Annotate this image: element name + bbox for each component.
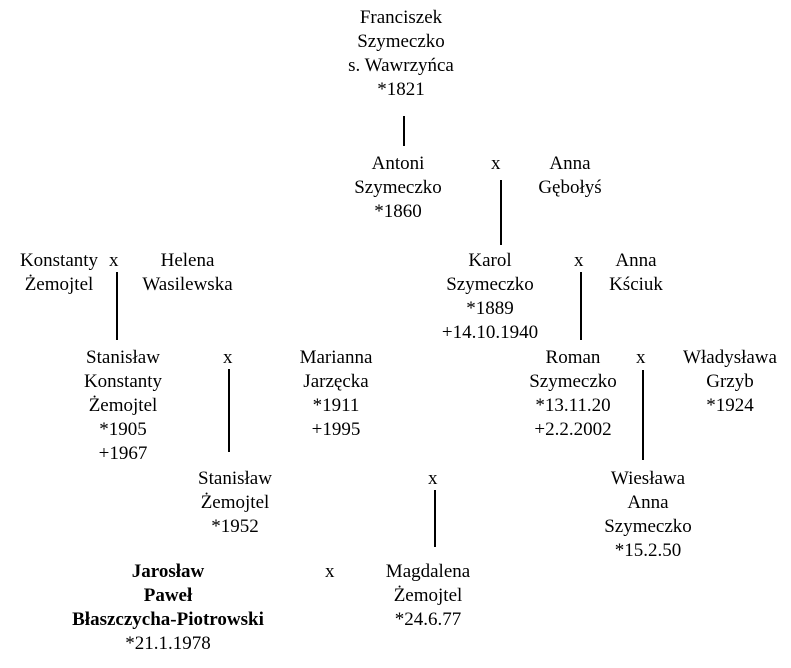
birth-date: *1821 — [377, 79, 425, 100]
name-line: Konstanty — [83, 371, 163, 392]
birth-date: *1952 — [211, 516, 259, 537]
person-karol: Karol Szymeczko *1889 +14.10.1940 — [420, 249, 560, 345]
name-line: Stanisław — [198, 468, 272, 489]
marriage-symbol: x — [223, 347, 233, 368]
birth-date: *24.6.77 — [394, 609, 462, 630]
death-date: +1967 — [98, 443, 148, 464]
name-line: Paweł — [143, 585, 193, 606]
person-marianna: Marianna Jarzęcka *1911 +1995 — [281, 346, 391, 442]
death-date: +14.10.1940 — [441, 322, 539, 343]
descent-line — [116, 272, 118, 340]
name-line: Anna — [549, 153, 591, 174]
birth-date: *13.11.20 — [535, 395, 611, 416]
birth-date: *1889 — [466, 298, 514, 319]
name-line: Jarzęcka — [303, 371, 369, 392]
descent-line — [580, 272, 582, 340]
name-line: Jarosław — [131, 561, 205, 582]
birth-date: *1905 — [99, 419, 147, 440]
death-date: +2.2.2002 — [534, 419, 612, 440]
person-franciszek: Franciszek Szymeczko s. Wawrzyńca *1821 — [326, 6, 476, 102]
person-helena: Helena Wasilewska — [130, 249, 245, 297]
name-line: Żemojtel — [88, 395, 158, 416]
marriage-symbol: x — [636, 347, 646, 368]
name-line: Kściuk — [609, 274, 663, 295]
marriage-symbol: x — [428, 468, 438, 489]
name-line: Gębołyś — [538, 177, 602, 198]
name-line: Żemojtel — [200, 492, 270, 513]
descent-line — [500, 180, 502, 245]
birth-date: *1860 — [374, 201, 422, 222]
name-line: Marianna — [299, 347, 373, 368]
name-line: Żemojtel — [393, 585, 463, 606]
person-magdalena: Magdalena Żemojtel *24.6.77 — [373, 560, 483, 632]
name-line: Anna — [615, 250, 657, 271]
birth-date: *15.2.50 — [614, 540, 682, 561]
name-line: Szymeczko — [354, 177, 442, 198]
person-anna-gebolys: Anna Gębołyś — [520, 152, 620, 200]
birth-date: *1911 — [312, 395, 360, 416]
person-stanislaw-konstanty: Stanisław Konstanty Żemojtel *1905 +1967 — [68, 346, 178, 466]
name-line: Karol — [468, 250, 512, 271]
name-line: Helena — [160, 250, 215, 271]
name-line: Konstanty — [19, 250, 99, 271]
name-line: Żemojtel — [24, 274, 94, 295]
name-line: Wiesława — [610, 468, 686, 489]
marriage-symbol: x — [325, 561, 335, 582]
person-antoni: Antoni Szymeczko *1860 — [338, 152, 458, 224]
birth-date: *1924 — [706, 395, 754, 416]
descent-line — [228, 369, 230, 452]
person-konstanty: Konstanty Żemojtel — [8, 249, 110, 297]
death-date: +1995 — [311, 419, 361, 440]
name-line: Szymeczko — [446, 274, 534, 295]
person-roman: Roman Szymeczko *13.11.20 +2.2.2002 — [513, 346, 633, 442]
marriage-symbol: x — [491, 153, 501, 174]
person-jaroslaw: Jarosław Paweł Błaszczycha-Piotrowski *2… — [48, 560, 288, 656]
name-line: Szymeczko — [529, 371, 617, 392]
descent-line — [642, 370, 644, 460]
name-line: Wasilewska — [142, 274, 233, 295]
name-line: s. Wawrzyńca — [348, 55, 454, 76]
name-line: Szymeczko — [357, 31, 445, 52]
name-line: Szymeczko — [604, 516, 692, 537]
birth-date: *21.1.1978 — [125, 633, 211, 654]
name-line: Władysława — [683, 347, 777, 368]
name-line: Antoni — [371, 153, 425, 174]
marriage-symbol: x — [574, 250, 584, 271]
descent-line — [403, 116, 405, 146]
name-line: Grzyb — [706, 371, 754, 392]
descent-line — [434, 490, 436, 547]
person-stanislaw-zemojtel: Stanisław Żemojtel *1952 — [180, 467, 290, 539]
name-line: Magdalena — [385, 561, 471, 582]
name-line: Błaszczycha-Piotrowski — [72, 609, 264, 630]
person-wladyslawa: Władysława Grzyb *1924 — [671, 346, 789, 418]
name-line: Anna — [627, 492, 669, 513]
person-wieslawa: Wiesława Anna Szymeczko *15.2.50 — [588, 467, 708, 563]
name-line: Stanisław — [86, 347, 160, 368]
name-line: Roman — [545, 347, 601, 368]
marriage-symbol: x — [109, 250, 119, 271]
person-anna-ksciuk: Anna Kściuk — [597, 249, 675, 297]
name-line: Franciszek — [359, 7, 443, 28]
